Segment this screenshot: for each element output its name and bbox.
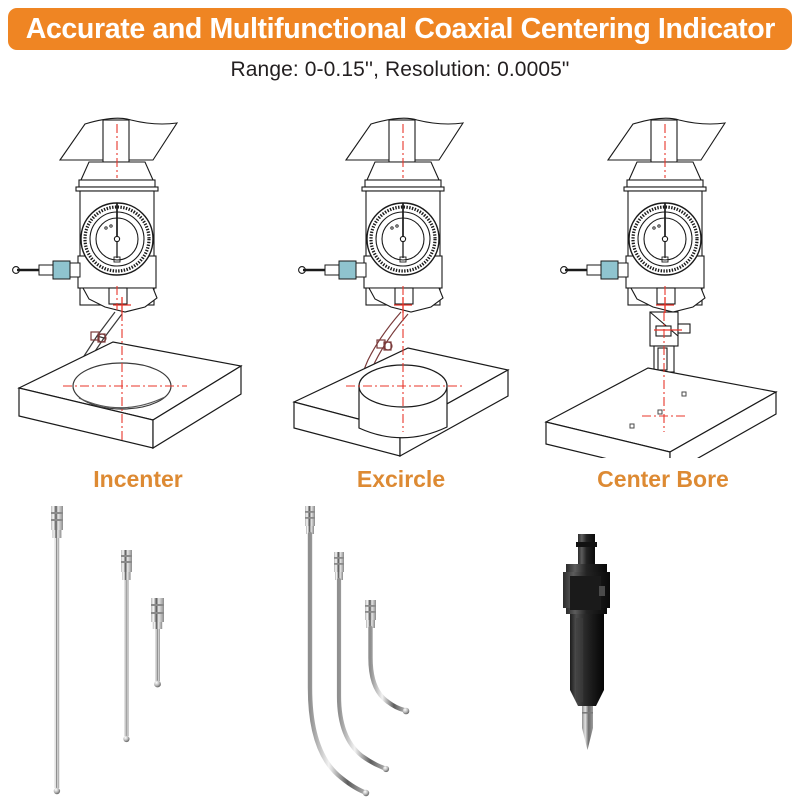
workpiece-block-incenter xyxy=(17,341,243,450)
dial-gauge-incenter xyxy=(80,202,154,276)
side-lever-excircle xyxy=(298,260,367,280)
diagram-excircle xyxy=(268,98,534,458)
dial-gauge-center-bore xyxy=(628,202,702,276)
category-labels: Incenter Excircle Center Bore xyxy=(0,466,800,500)
label-center-bore: Center Bore xyxy=(597,466,729,492)
spec-subtitle: Range: 0-0.15'', Resolution: 0.0005" xyxy=(230,58,570,81)
centerline-center-bore xyxy=(642,124,688,432)
pivot-yoke-center-bore xyxy=(630,287,706,313)
centerline-excircle xyxy=(346,124,464,432)
side-lever-center-bore xyxy=(560,260,629,280)
pivot-yoke-excircle xyxy=(368,287,444,313)
curved-stylus-medium xyxy=(334,552,390,773)
straight-stylus-short xyxy=(151,598,164,688)
workpiece-block-center-bore xyxy=(544,367,778,458)
accessory-straight-styli xyxy=(5,500,271,800)
center-bore-probe-assembly xyxy=(563,534,610,750)
side-lever-incenter xyxy=(12,260,81,280)
curved-stylus-short xyxy=(365,600,410,715)
accessories-row xyxy=(0,500,800,800)
curved-stylus-long xyxy=(305,506,370,797)
label-excircle: Excircle xyxy=(356,466,446,492)
diagram-incenter xyxy=(5,98,271,458)
straight-stylus-medium xyxy=(121,550,132,743)
label-incenter: Incenter xyxy=(93,466,183,492)
title-banner: Accurate and Multifunctional Coaxial Cen… xyxy=(8,8,792,50)
page-title: Accurate and Multifunctional Coaxial Cen… xyxy=(25,12,775,45)
diagram-center-bore xyxy=(530,98,796,458)
straight-stylus-long xyxy=(51,506,63,795)
diagram-row xyxy=(0,98,800,458)
pivot-yoke-incenter xyxy=(82,287,158,313)
dial-gauge-excircle xyxy=(366,202,440,276)
scribe-marks xyxy=(629,391,687,429)
accessory-center-bore-probe xyxy=(530,500,796,800)
centerline-incenter xyxy=(63,124,187,440)
accessory-curved-styli xyxy=(268,500,534,800)
